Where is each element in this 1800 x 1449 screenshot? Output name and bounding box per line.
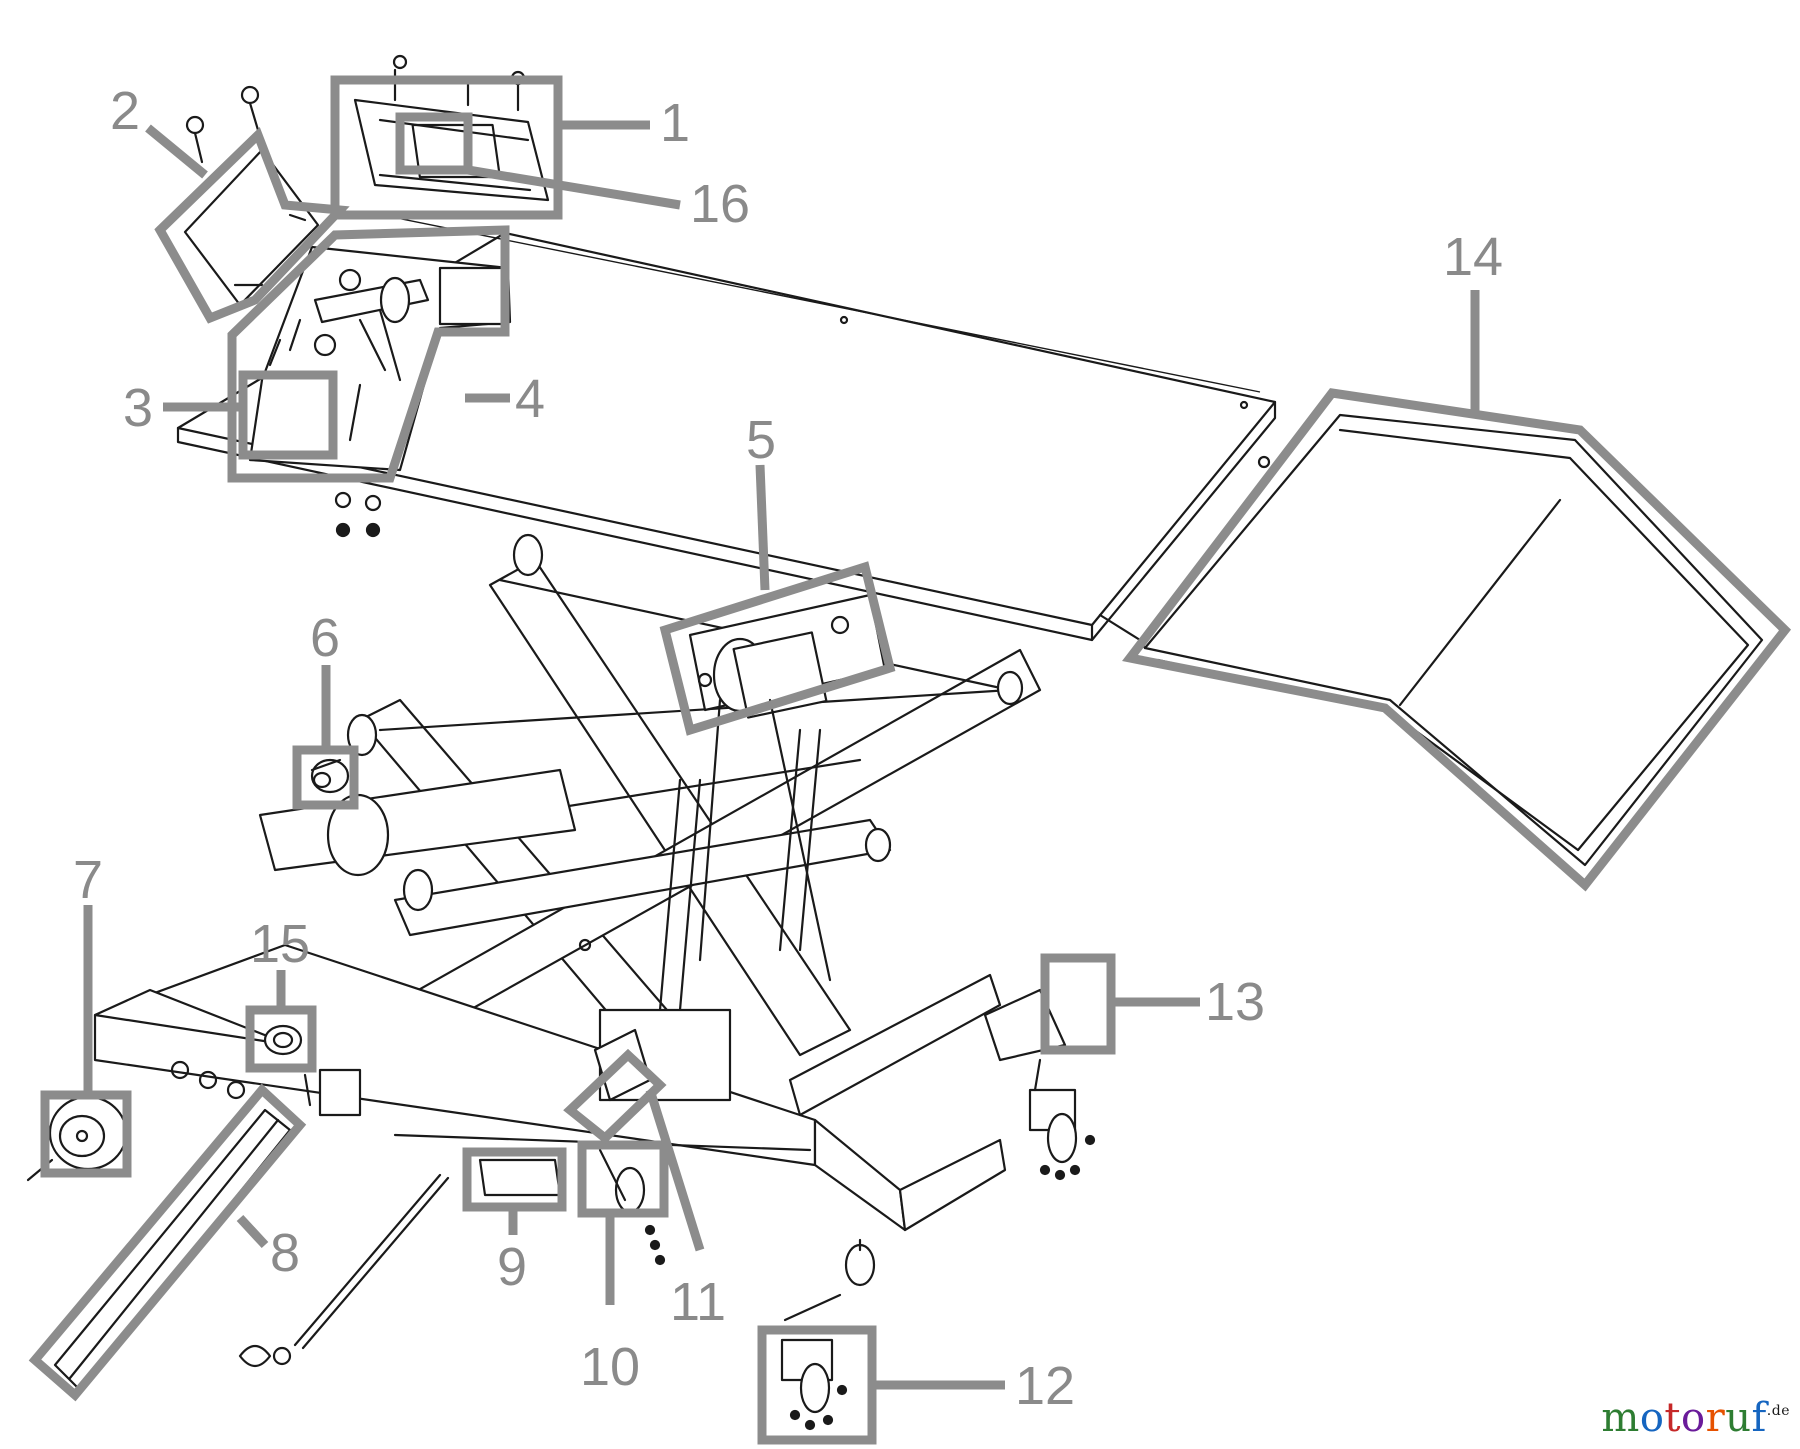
callout-frame-2 [154,127,350,324]
callout-frame-11 [563,1048,667,1144]
leader-2 [145,124,208,179]
callout-label-7: 7 [73,850,103,910]
watermark-letter: o [1639,1395,1665,1441]
pivot-roller [263,1024,303,1056]
callout-label-15: 15 [250,914,310,974]
callout-frame-3 [238,370,338,460]
callout-leaders [83,120,1480,1390]
watermark-tld: .de [1766,1403,1790,1419]
callout-frame-5 [659,561,896,736]
callout-frame-1 [330,75,563,220]
callout-frames [28,75,1792,1445]
leader-8 [236,1214,269,1249]
leader-16 [467,165,681,210]
callout-label-8: 8 [270,1223,300,1283]
wheel-cradle-assembly [248,245,512,538]
watermark-letter: o [1681,1395,1706,1441]
callout-label-1: 1 [660,93,690,153]
callout-label-16: 16 [690,174,750,234]
rubber-stopper [310,758,350,794]
callout-label-10: 10 [580,1337,640,1397]
scissor-lift-mechanism [258,533,1042,1082]
caster-rear [1028,1058,1096,1181]
release-rod [238,1173,450,1368]
callout-frame-4 [227,225,510,483]
site-watermark: motoruf.de [1601,1395,1790,1441]
callout-label-5: 5 [746,410,776,470]
callout-label-4: 4 [515,369,545,429]
watermark-letter: t [1664,1395,1681,1441]
callout-label-9: 9 [497,1237,527,1297]
callout-label-13: 13 [1205,972,1265,1032]
callout-frame-8 [28,1083,307,1402]
watermark-letter: m [1601,1395,1640,1441]
leader-11 [645,1088,705,1252]
callout-label-2: 2 [110,81,140,141]
watermark-letter: r [1705,1395,1726,1441]
watermark-letter: u [1725,1395,1752,1441]
callout-numbers: 1 2 3 4 5 6 7 8 9 10 11 12 13 14 15 16 [73,81,1503,1416]
watermark-letter: f [1751,1395,1767,1441]
leader-5 [755,464,770,591]
callout-frame-10 [577,1140,669,1218]
callout-label-6: 6 [310,608,340,668]
callout-label-12: 12 [1015,1356,1075,1416]
callout-label-14: 14 [1443,227,1503,287]
caster-front [780,1238,876,1431]
callout-label-3: 3 [123,378,153,438]
wheel-chock-plate [183,85,320,307]
callout-frame-14 [1122,388,1792,892]
callout-label-11: 11 [670,1272,726,1332]
